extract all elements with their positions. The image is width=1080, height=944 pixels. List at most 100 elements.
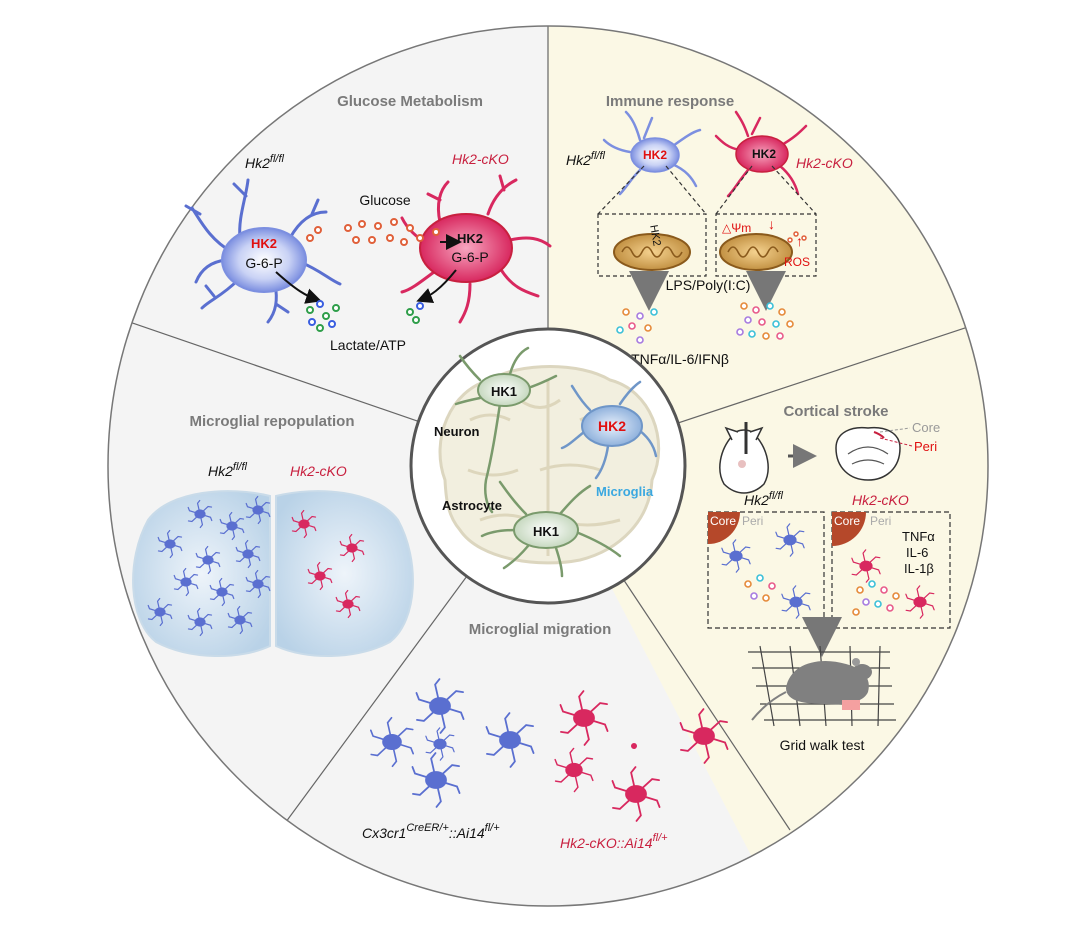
cytokine-output-label: TNFα/IL-6/IFNβ [631,351,729,367]
migration-title: Microglial migration [469,621,612,638]
microglia-icon [291,509,317,539]
panel-cortical-stroke: Cortical stroke Core Peri Hk2fl/fl Hk2-c… [707,403,951,753]
ros-dots [787,231,807,243]
lactate-arrow-cko [416,269,457,303]
hk2-label-cko: HK2 [457,231,483,246]
cortical-stroke-title: Cortical stroke [783,403,888,420]
glucose-metabolism-title: Glucose Metabolism [337,93,483,110]
microglia-icon [775,523,805,557]
brain-section-icon [835,426,901,481]
peri-label-box-cko: Peri [870,514,891,528]
microglia-icon [425,727,455,761]
genotype-label-control: Hk2fl/fl [566,150,606,168]
microglia-icon [905,585,935,619]
cytokine-tnfa: TNFα [902,529,935,544]
microglia-icon [235,539,261,569]
genotype-label-cko: Hk2-cKO [796,155,853,171]
brain-hemisphere-cko [275,490,414,657]
glucose-molecules [306,218,440,246]
glucose-label: Glucose [359,192,411,208]
label-sup: CreER/+ [406,822,449,834]
microglia-icon [415,678,465,734]
microglia-icon [245,495,271,525]
cytokines-control [616,308,658,344]
astrocyte-label: Astrocyte [442,498,502,513]
genotype-label-cko: Hk2-cKO [852,492,909,508]
cytokine-il1b: IL-1β [904,561,934,576]
microglia-control-cell [184,178,342,324]
repopulated-microglia-control [147,495,271,637]
microglia-icon [485,712,535,768]
cytokines-cko [736,302,794,340]
peri-label-box-control: Peri [742,514,763,528]
label-base: Hk2-cKO::Ai14 [560,835,653,851]
panel-microglial-repopulation: Microglial repopulation Hk2fl/fl Hk2-cKO [132,413,414,657]
hk2-label-control: HK2 [251,236,277,251]
mitochondrion-cko [719,233,793,271]
microglia-icon [157,529,183,559]
membrane-potential-down-arrow: ↓ [768,216,775,232]
lactate-arrow-control [275,271,322,304]
neuron-label: Neuron [434,424,480,439]
microglia-icon [335,589,361,619]
label-base: Hk2 [744,492,769,508]
central-panel: HK1 Neuron HK2 Microglia HK1 Astrocyte [409,327,687,605]
microglia-cko-cell [400,174,552,324]
microglia-icon [307,561,333,591]
microglia-icon [721,539,751,573]
peri-label: Peri [914,439,937,454]
microglia-icon [781,585,811,619]
stroke-box-cko [831,511,951,629]
genotype-label-cko: Hk2-cKO [290,463,347,479]
core-leader-line [879,427,911,433]
genotype-label-control: Hk2fl/fl [208,461,248,479]
genotype-label-control: Hk2fl/fl [744,490,784,508]
injury-site-dot [631,743,637,749]
microglia-icon [187,607,213,637]
microglia-icon [147,597,173,627]
microglia-icon [679,708,729,764]
hk2-label-microglia: HK2 [598,418,626,434]
label-sup: fl/+ [653,832,669,844]
genotype-label-control: Hk2fl/fl [245,153,285,171]
core-region-cko [832,512,866,546]
lactate-atp-label: Lactate/ATP [330,337,406,353]
microglia-cko-cell [714,110,808,198]
peri-leader-line [879,437,913,447]
microglia-icon [559,690,609,746]
label-sup: fl/+ [485,822,501,834]
microglia-icon [187,499,213,529]
microglia-control-cell [602,110,702,196]
mouse-head-icon [719,422,769,494]
stroke-box-control [707,511,825,629]
microglia-label: Microglia [596,484,654,499]
microglia-icon [339,533,365,563]
label-sup: fl/fl [769,490,784,502]
core-label-box-cko: Core [834,514,860,528]
microglia-icon [411,752,461,808]
hk2-label-control: HK2 [643,148,667,162]
core-label: Core [912,420,940,435]
core-label-box-control: Core [710,514,736,528]
microglia-icon [227,605,253,635]
grid-walk-label: Grid walk test [780,737,865,753]
cytokine-il6: IL-6 [906,545,928,560]
microglia-icon [245,569,271,599]
stroke-cytokines [744,574,900,616]
stroke-microglia [721,523,935,619]
hk1-label-astrocyte: HK1 [533,524,559,539]
g6p-label-control: G-6-P [245,255,282,271]
microglia-icon [554,747,594,793]
migrating-microglia-cko [554,690,729,822]
panel-microglial-migration: Microglial migration Cx3cr1CreER/+::Ai14… [362,621,729,851]
membrane-potential-label: △Ψm [722,221,751,235]
hk2-label-mito: HK2 [647,224,663,247]
label-base: Hk2 [208,463,233,479]
label-base: Hk2 [566,152,591,168]
outer-circle [107,25,989,907]
immune-response-title: Immune response [606,93,734,110]
label-sup: fl/fl [270,153,285,165]
genotype-label-migration-control: Cx3cr1CreER/+::Ai14fl/+ [362,822,500,841]
label-mid: ::Ai14 [449,825,485,841]
